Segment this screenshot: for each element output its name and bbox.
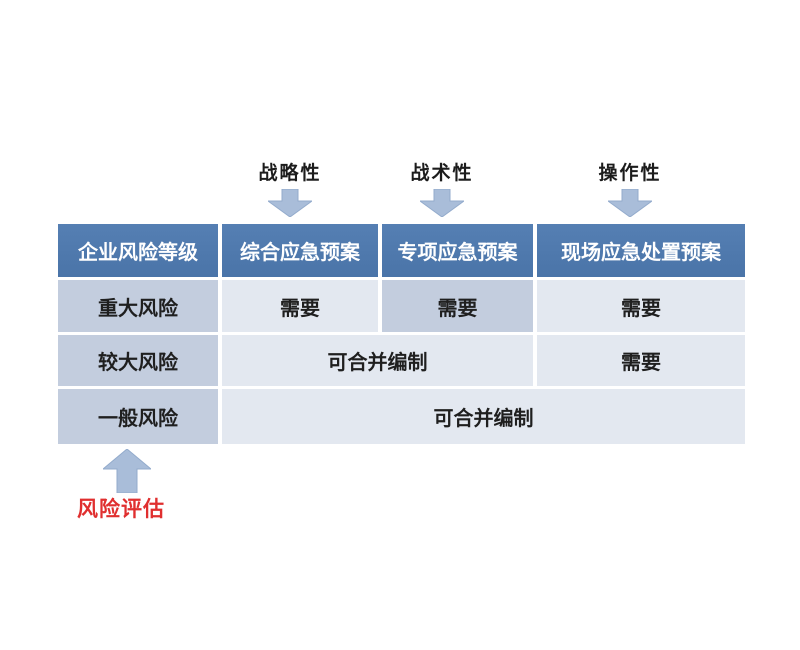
annotation-tactical-label: 战术性	[410, 163, 474, 184]
cell-major-comprehensive: 需要	[222, 280, 378, 332]
risk-plan-table: 企业风险等级 综合应急预案 专项应急预案 现场应急处置预案 重大风险 需要 需要…	[58, 224, 745, 444]
cell-larger-risk-level: 较大风险	[58, 335, 218, 386]
risk-assessment-label: 风险评估	[77, 498, 165, 521]
down-arrow-icon	[268, 189, 312, 217]
cell-major-onsite: 需要	[537, 280, 745, 332]
cell-major-risk-level: 重大风险	[58, 280, 218, 332]
header-cell-risk-level: 企业风险等级	[58, 224, 218, 277]
down-arrow-icon	[420, 189, 464, 217]
annotation-operational: 操作性	[560, 158, 700, 217]
cell-general-risk-level: 一般风险	[58, 389, 218, 444]
annotation-tactical: 战术性	[372, 158, 512, 217]
cell-larger-onsite: 需要	[537, 335, 745, 386]
annotation-strategic: 战略性	[220, 158, 360, 217]
header-cell-comprehensive-plan: 综合应急预案	[222, 224, 378, 277]
up-arrow-icon	[103, 449, 151, 493]
down-arrow-icon	[608, 189, 652, 217]
annotation-strategic-label: 战略性	[258, 163, 322, 184]
cell-larger-merged: 可合并编制	[222, 335, 533, 386]
cell-general-merged: 可合并编制	[222, 389, 745, 444]
annotation-operational-label: 操作性	[598, 163, 662, 184]
header-cell-special-plan: 专项应急预案	[382, 224, 533, 277]
header-cell-onsite-plan: 现场应急处置预案	[537, 224, 745, 277]
cell-major-special: 需要	[382, 280, 533, 332]
